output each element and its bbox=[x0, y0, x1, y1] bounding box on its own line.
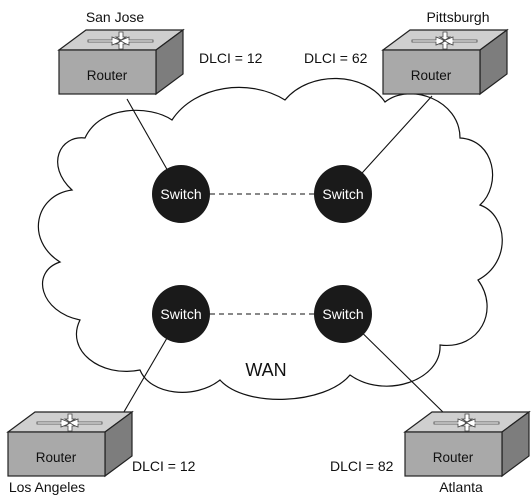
city-label-sanjose: San Jose bbox=[86, 9, 145, 25]
svg-text:Router: Router bbox=[411, 68, 452, 83]
router-losangeles: Router bbox=[7, 411, 133, 477]
dlci-label-pittsburgh: DLCI = 62 bbox=[304, 50, 368, 66]
switch-top-left: Switch bbox=[152, 165, 210, 223]
router-icon bbox=[7, 411, 133, 477]
router-sanjose: Router bbox=[58, 29, 184, 95]
svg-text:Router: Router bbox=[433, 450, 474, 465]
wan-cloud bbox=[37, 77, 503, 400]
switch-bottom-left: Switch bbox=[152, 285, 210, 343]
svg-text:Switch: Switch bbox=[160, 186, 201, 202]
dlci-label-atlanta: DLCI = 82 bbox=[330, 458, 394, 474]
switch-bottom-right: Switch bbox=[314, 285, 372, 343]
router-icon bbox=[382, 29, 508, 95]
router-atlanta: Router bbox=[404, 411, 530, 477]
dlci-label-sanjose: DLCI = 12 bbox=[199, 50, 263, 66]
router-icon bbox=[404, 411, 530, 477]
svg-text:Switch: Switch bbox=[322, 186, 363, 202]
svg-text:Router: Router bbox=[36, 450, 77, 465]
svg-text:Switch: Switch bbox=[322, 306, 363, 322]
city-label-pittsburgh: Pittsburgh bbox=[426, 9, 489, 25]
svg-text:Router: Router bbox=[87, 68, 128, 83]
dlci-label-losangeles: DLCI = 12 bbox=[132, 458, 196, 474]
city-label-losangeles: Los Angeles bbox=[9, 479, 85, 495]
switch-top-right: Switch bbox=[314, 165, 372, 223]
city-label-atlanta: Atlanta bbox=[439, 479, 483, 495]
router-icon bbox=[58, 29, 184, 95]
svg-text:Switch: Switch bbox=[160, 306, 201, 322]
router-pittsburgh: Router bbox=[382, 29, 508, 95]
wan-label: WAN bbox=[245, 360, 286, 380]
